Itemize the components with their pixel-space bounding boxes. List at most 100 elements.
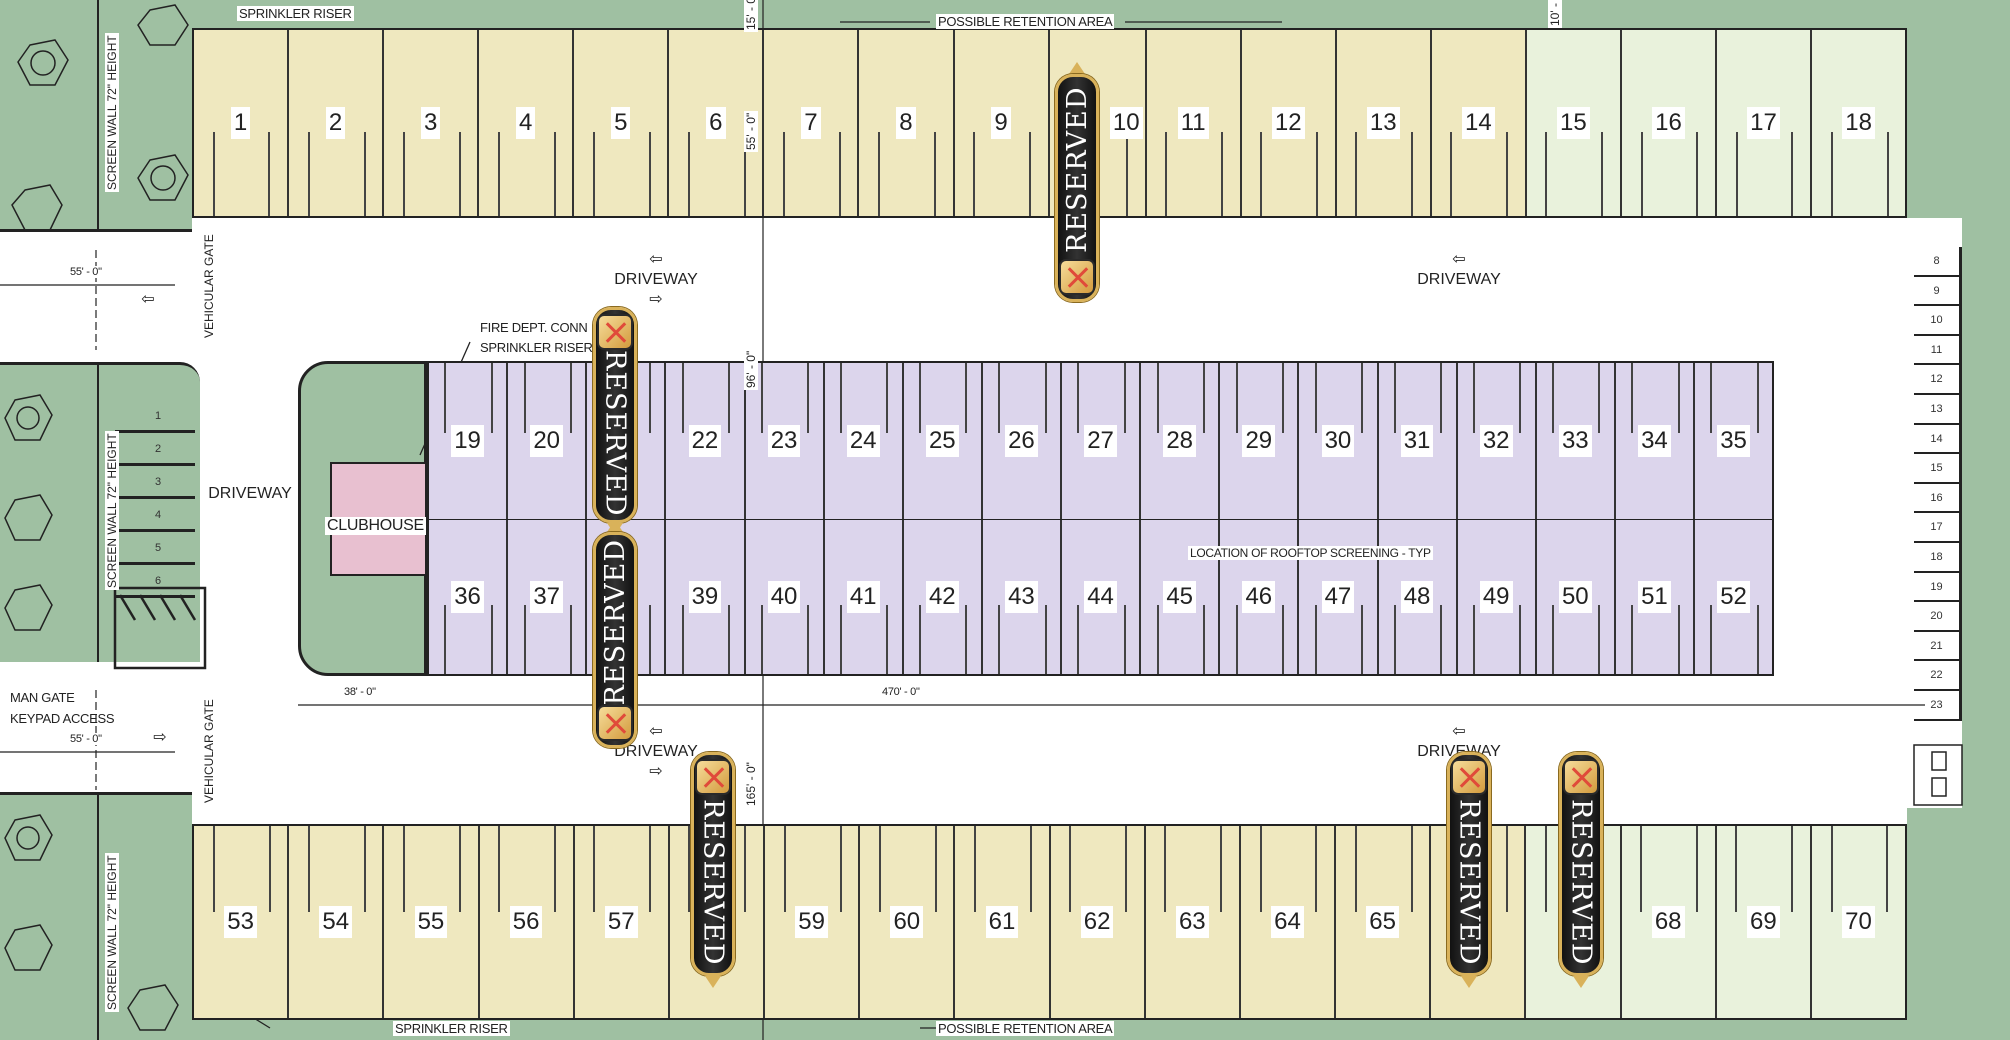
storage-unit[interactable]: 18 [1812,30,1906,216]
storage-unit[interactable]: 41 [824,520,904,674]
storage-unit[interactable]: 49 [1457,520,1537,674]
reserved-label: RESERVED [599,539,631,706]
driveway-text: DRIVEWAY [614,743,698,760]
unit-number: 70 [1842,906,1875,938]
unit-number: 18 [1842,107,1875,139]
reserved-marker-unit-10[interactable]: RESERVED [1051,62,1103,302]
storage-unit[interactable]: 30 [1299,363,1379,519]
storage-unit[interactable]: 65 [1336,826,1432,1018]
storage-unit[interactable]: 15 [1526,30,1622,216]
storage-unit[interactable]: 19 [429,363,509,519]
storage-unit[interactable]: 28 [1141,363,1221,519]
door-line [1450,132,1453,216]
storage-unit[interactable]: 42 [903,520,983,674]
storage-unit[interactable]: 60 [860,826,956,1018]
storage-unit[interactable]: 51 [1615,520,1695,674]
storage-unit[interactable]: 11 [1146,30,1242,216]
storage-unit[interactable]: 46 [1220,520,1300,674]
storage-unit[interactable]: 53 [194,826,290,1018]
door-line [973,132,976,216]
storage-unit[interactable]: 69 [1716,826,1812,1018]
remove-reservation-x-icon[interactable] [1059,259,1095,295]
storage-unit[interactable]: 34 [1615,363,1695,519]
reserved-marker-unit-58[interactable]: RESERVED [687,752,739,988]
storage-unit[interactable]: 63 [1145,826,1241,1018]
marker-pointer [1069,62,1085,74]
door-line [1028,132,1031,216]
storage-unit[interactable]: 17 [1717,30,1813,216]
storage-unit[interactable]: 45 [1141,520,1221,674]
reserved-marker-unit-66[interactable]: RESERVED [1443,752,1495,988]
unit-number: 51 [1638,581,1671,613]
door-line [1314,363,1317,434]
door-line [1552,604,1555,674]
storage-unit[interactable]: 33 [1536,363,1616,519]
screen-wall-label: SCREEN WALL 72" HEIGHT [105,33,119,192]
driveway-label: DRIVEWAY [200,484,300,504]
storage-unit[interactable]: 13 [1336,30,1432,216]
storage-unit[interactable]: 44 [1062,520,1142,674]
door-line [1440,363,1443,434]
storage-unit[interactable]: 12 [1241,30,1337,216]
storage-unit[interactable]: 4 [479,30,575,216]
storage-unit[interactable]: 9 [954,30,1050,216]
door-line [886,604,889,674]
door-line [782,132,785,216]
storage-unit[interactable]: 54 [289,826,385,1018]
storage-unit[interactable]: 59 [765,826,861,1018]
storage-unit[interactable]: 40 [745,520,825,674]
storage-unit[interactable]: 29 [1220,363,1300,519]
storage-unit[interactable]: 32 [1457,363,1537,519]
unit-number: 25 [925,425,959,457]
storage-unit[interactable]: 36 [429,520,509,674]
storage-unit[interactable]: 3 [384,30,480,216]
reserved-marker-unit-67[interactable]: RESERVED [1555,752,1607,988]
remove-reservation-x-icon[interactable] [695,759,731,795]
storage-unit[interactable]: 50 [1536,520,1616,674]
storage-unit[interactable]: 47 [1299,520,1379,674]
door-line [974,826,976,913]
storage-unit[interactable]: 16 [1621,30,1717,216]
storage-unit[interactable]: 37 [508,520,588,674]
storage-unit[interactable]: 35 [1695,363,1773,519]
door-line [268,132,271,216]
storage-unit[interactable]: 64 [1240,826,1337,1018]
dimension-label: 55' - 0" [68,733,104,745]
storage-unit[interactable]: 5 [574,30,670,216]
storage-unit[interactable]: 39 [666,520,746,674]
storage-unit[interactable]: 25 [903,363,983,519]
storage-unit[interactable]: 31 [1378,363,1458,519]
storage-unit[interactable]: 14 [1431,30,1527,216]
reserved-label: RESERVED [1061,86,1093,254]
storage-unit[interactable]: 62 [1050,826,1146,1018]
storage-unit[interactable]: 24 [824,363,904,519]
storage-unit[interactable]: 26 [982,363,1062,519]
storage-unit[interactable]: 1 [194,30,290,216]
remove-reservation-x-icon[interactable] [1563,759,1599,795]
remove-reservation-x-icon[interactable] [1451,759,1487,795]
storage-unit[interactable]: 27 [1062,363,1142,519]
storage-unit[interactable]: 20 [508,363,588,519]
storage-unit[interactable]: 43 [982,520,1062,674]
storage-unit[interactable]: 55 [384,826,480,1018]
storage-unit[interactable]: 22 [666,363,746,519]
reserved-marker-unit-21[interactable]: RESERVED [589,307,641,536]
storage-unit[interactable]: 57 [574,826,670,1018]
storage-unit[interactable]: 70 [1811,826,1906,1018]
reserved-marker-unit-38[interactable]: RESERVED [589,520,641,749]
unit-number: 55 [414,906,448,938]
storage-unit[interactable]: 8 [859,30,955,216]
screen-wall-label: SCREEN WALL 72" HEIGHT [105,431,119,590]
storage-unit[interactable]: 7 [764,30,860,216]
storage-unit[interactable]: 23 [745,363,825,519]
storage-unit[interactable]: 68 [1621,826,1717,1018]
storage-unit[interactable]: 52 [1695,520,1773,674]
storage-unit[interactable]: 2 [289,30,385,216]
storage-unit[interactable]: 48 [1378,520,1458,674]
storage-unit[interactable]: 61 [955,826,1051,1018]
remove-reservation-x-icon[interactable] [597,314,633,350]
remove-reservation-x-icon[interactable] [597,705,633,742]
door-line [1640,132,1643,216]
storage-unit[interactable]: 56 [479,826,575,1018]
